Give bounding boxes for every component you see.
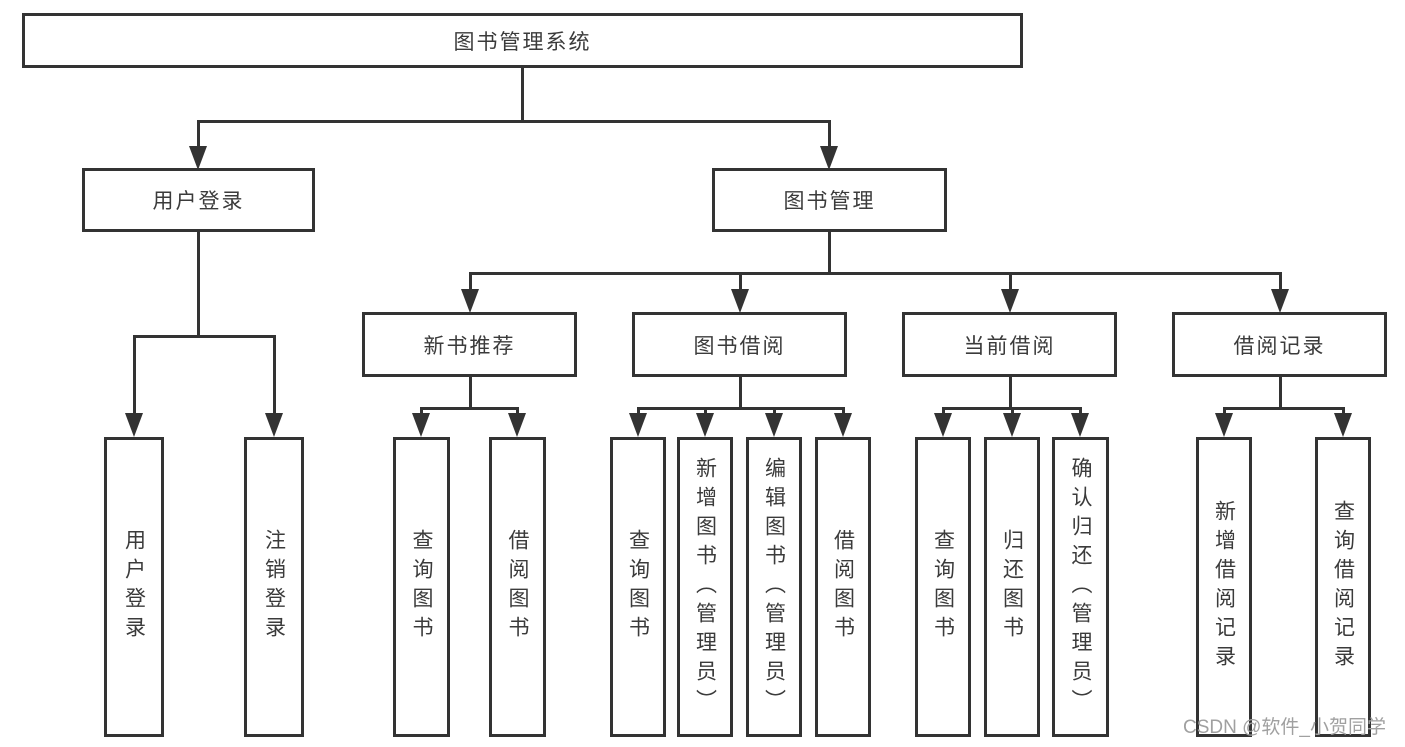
arrowhead-leaf-user-login-icon bbox=[125, 413, 143, 437]
connector-recommend-trunk bbox=[469, 377, 472, 408]
node-leaf-user-login: 用户登录 bbox=[104, 437, 164, 737]
connector-to-borrow-books-borrow bbox=[842, 407, 845, 417]
connector-root-split bbox=[197, 120, 831, 123]
arrowhead-book-borrow-icon bbox=[731, 289, 749, 313]
node-book-management: 图书管理 bbox=[712, 168, 947, 232]
connector-current-borrow-trunk bbox=[1009, 377, 1012, 408]
connector-to-query-borrow-record bbox=[1342, 407, 1345, 417]
node-leaf-borrow-books-borrow: 借阅图书 bbox=[815, 437, 871, 737]
node-leaf-edit-books-admin: 编辑图书（管理员） bbox=[746, 437, 802, 737]
node-leaf-confirm-return-admin: 确认归还（管理员） bbox=[1052, 437, 1109, 737]
arrowhead-confirm-return-icon bbox=[1071, 413, 1089, 437]
node-root: 图书管理系统 bbox=[22, 13, 1023, 68]
arrowhead-borrow-books-borrow-icon bbox=[834, 413, 852, 437]
arrowhead-to-user-login-icon bbox=[189, 146, 207, 170]
connector-to-confirm-return bbox=[1079, 407, 1082, 417]
connector-to-query-books-borrow bbox=[637, 407, 640, 417]
node-leaf-add-books-admin: 新增图书（管理员） bbox=[677, 437, 733, 737]
connector-to-book-management bbox=[828, 120, 831, 152]
arrowhead-borrow-records-icon bbox=[1271, 289, 1289, 313]
connector-to-query-books-recommend bbox=[420, 407, 423, 417]
connector-to-add-books-admin bbox=[704, 407, 707, 417]
arrowhead-query-books-recommend-icon bbox=[412, 413, 430, 437]
csdn-watermark: CSDN @软件_小贺同学 bbox=[1183, 717, 1386, 738]
connector-book-management-trunk bbox=[828, 232, 831, 274]
node-leaf-query-books-borrow: 查询图书 bbox=[610, 437, 666, 737]
arrowhead-return-books-icon bbox=[1003, 413, 1021, 437]
connector-to-borrow-records bbox=[1279, 272, 1282, 292]
connector-to-book-borrow bbox=[739, 272, 742, 292]
connector-to-borrow-books-recommend bbox=[516, 407, 519, 417]
connector-recommend-split bbox=[420, 407, 519, 410]
node-book-borrow: 图书借阅 bbox=[632, 312, 847, 377]
connector-book-borrow-split bbox=[637, 407, 844, 410]
node-leaf-add-borrow-record: 新增借阅记录 bbox=[1196, 437, 1252, 737]
connector-root-trunk bbox=[521, 68, 524, 122]
connector-to-return-books bbox=[1011, 407, 1014, 417]
arrowhead-add-borrow-record-icon bbox=[1215, 413, 1233, 437]
node-leaf-return-books: 归还图书 bbox=[984, 437, 1040, 737]
node-leaf-borrow-books-recommend: 借阅图书 bbox=[489, 437, 546, 737]
connector-to-leaf-user-login bbox=[133, 335, 136, 417]
connector-to-query-books-current bbox=[942, 407, 945, 417]
arrowhead-new-book-recommend-icon bbox=[461, 289, 479, 313]
connector-borrow-records-trunk bbox=[1279, 377, 1282, 408]
connector-to-new-book-recommend bbox=[469, 272, 472, 292]
node-user-login: 用户登录 bbox=[82, 168, 315, 232]
node-new-book-recommend: 新书推荐 bbox=[362, 312, 577, 377]
connector-book-management-split bbox=[470, 272, 1281, 275]
arrowhead-current-borrow-icon bbox=[1001, 289, 1019, 313]
node-current-borrow: 当前借阅 bbox=[902, 312, 1117, 377]
node-leaf-logout: 注销登录 bbox=[244, 437, 304, 737]
arrowhead-query-books-current-icon bbox=[934, 413, 952, 437]
connector-to-current-borrow bbox=[1009, 272, 1012, 292]
arrowhead-query-books-borrow-icon bbox=[629, 413, 647, 437]
arrowhead-edit-books-admin-icon bbox=[765, 413, 783, 437]
connector-book-borrow-trunk bbox=[739, 377, 742, 408]
arrowhead-leaf-logout-icon bbox=[265, 413, 283, 437]
connector-to-leaf-logout bbox=[273, 335, 276, 417]
arrowhead-borrow-books-recommend-icon bbox=[508, 413, 526, 437]
connector-user-login-split bbox=[133, 335, 275, 338]
connector-to-user-login bbox=[197, 120, 200, 152]
connector-user-login-trunk bbox=[197, 232, 200, 336]
node-leaf-query-borrow-record: 查询借阅记录 bbox=[1315, 437, 1371, 737]
arrowhead-to-book-management-icon bbox=[820, 146, 838, 170]
node-leaf-query-books-current: 查询图书 bbox=[915, 437, 971, 737]
connector-to-add-borrow-record bbox=[1223, 407, 1226, 417]
arrowhead-add-books-admin-icon bbox=[696, 413, 714, 437]
connector-to-edit-books-admin bbox=[773, 407, 776, 417]
node-borrow-records: 借阅记录 bbox=[1172, 312, 1387, 377]
connector-borrow-records-split bbox=[1223, 407, 1344, 410]
node-leaf-query-books-recommend: 查询图书 bbox=[393, 437, 450, 737]
arrowhead-query-borrow-record-icon bbox=[1334, 413, 1352, 437]
